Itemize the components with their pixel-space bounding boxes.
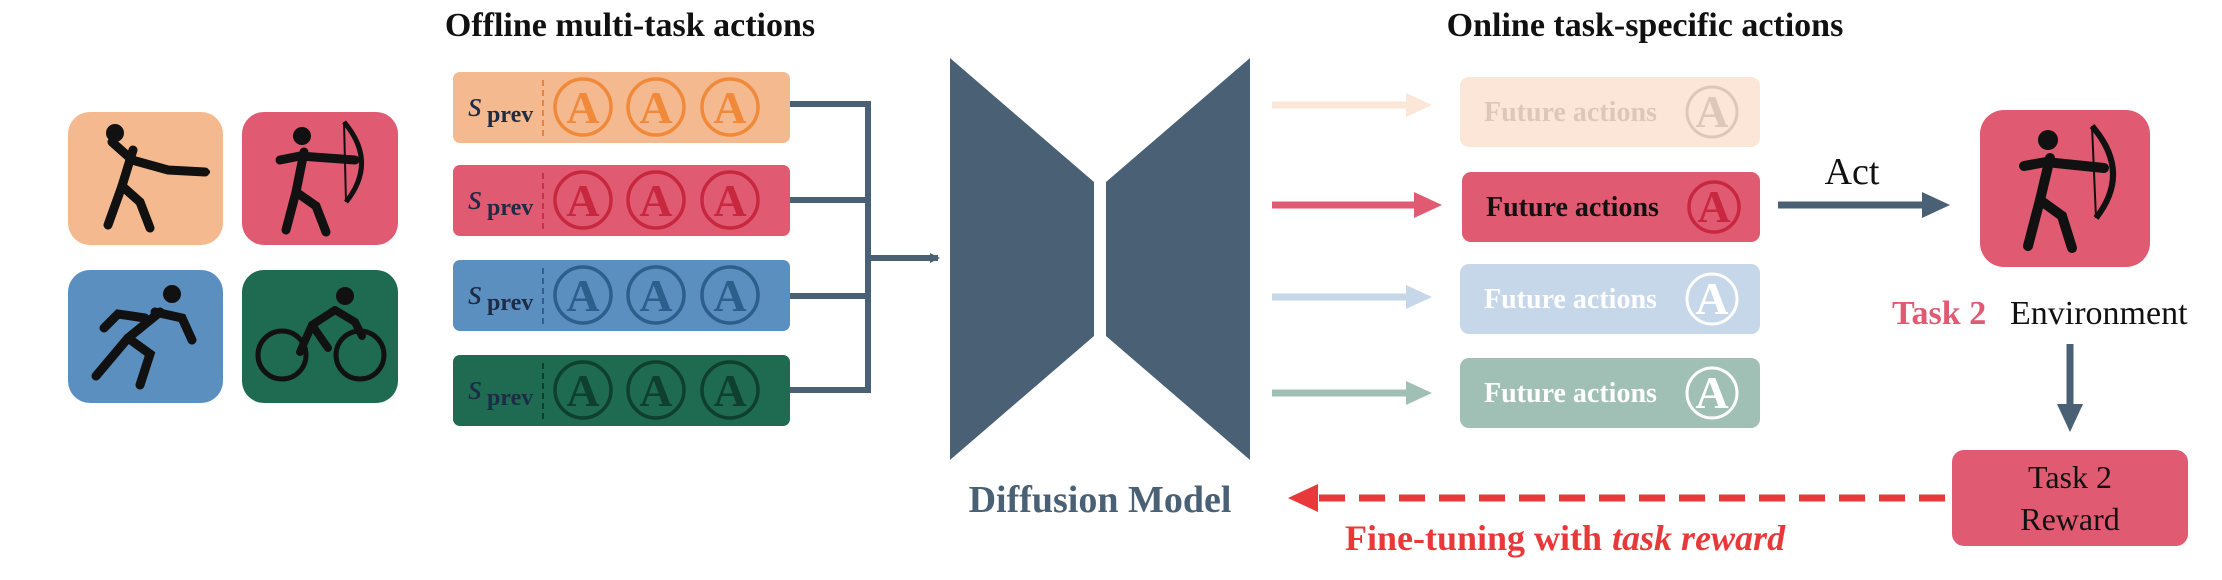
svg-text:A: A (713, 82, 746, 133)
svg-text:A: A (1695, 367, 1728, 418)
action-token: A (553, 360, 613, 420)
action-token: A (553, 265, 613, 325)
state-symbol: s (468, 177, 482, 217)
archery-icon (242, 112, 398, 245)
offline-title: Offline multi-task actions (445, 7, 815, 44)
svg-text:A: A (639, 365, 672, 416)
future-row-green: Future actions A (1272, 358, 1760, 428)
running-icon (68, 270, 223, 403)
finetune-arrow-head (1288, 484, 1318, 512)
svg-text:A: A (713, 365, 746, 416)
action-bar-orange: s prev A A A (453, 72, 790, 143)
state-subscript: prev (487, 195, 533, 221)
future-actions-label: Future actions (1484, 284, 1657, 315)
action-token: A (700, 170, 760, 230)
svg-text:A: A (566, 82, 599, 133)
reward-box: Task 2 Reward (1952, 450, 2188, 546)
reward-line1: Task 2 (2028, 459, 2112, 495)
action-token: A (626, 77, 686, 137)
merge-connector (790, 101, 940, 393)
svg-text:A: A (639, 175, 672, 226)
action-bar-red: s prev A A A (453, 165, 790, 236)
reward-arrow-head (2057, 404, 2083, 432)
svg-text:A: A (1695, 273, 1728, 324)
svg-text:A: A (713, 175, 746, 226)
environment-task-label: Task 2 (1892, 295, 1986, 332)
future-actions-label: Future actions (1484, 97, 1657, 128)
online-actions: Future actions A Future actions A Future… (1272, 77, 1760, 428)
online-title: Online task-specific actions (1447, 7, 1844, 44)
action-bar-green: s prev A A A (453, 355, 790, 426)
action-token: A (626, 265, 686, 325)
action-token: A (700, 265, 760, 325)
state-subscript: prev (487, 290, 533, 316)
act-arrow-head (1922, 192, 1950, 218)
state-subscript: prev (487, 102, 533, 128)
reward-line2: Reward (2020, 501, 2120, 537)
diffusion-model-shape (950, 58, 1250, 460)
action-token: A (700, 77, 760, 137)
svg-text:A: A (639, 270, 672, 321)
action-token: A (700, 360, 760, 420)
svg-text:A: A (566, 365, 599, 416)
fencing-icon (68, 112, 223, 245)
task-icon-grid (68, 112, 398, 403)
state-symbol: s (468, 272, 482, 312)
cycling-icon (242, 270, 398, 403)
action-token: A (626, 360, 686, 420)
environment-label: Environment (2010, 295, 2188, 332)
action-bar-blue: s prev A A A (453, 260, 790, 331)
future-actions-label: Future actions (1486, 192, 1659, 223)
diffusion-model-label: Diffusion Model (969, 479, 1232, 521)
svg-text:A: A (566, 175, 599, 226)
future-row-orange: Future actions A (1272, 77, 1760, 147)
svg-text:A: A (639, 82, 672, 133)
state-symbol: s (468, 367, 482, 407)
act-label: Act (1825, 151, 1880, 193)
svg-text:A: A (1695, 86, 1728, 137)
state-symbol: s (468, 84, 482, 124)
svg-text:A: A (566, 270, 599, 321)
action-token: A (553, 77, 613, 137)
offline-actions: s prev A A A s prev A A A s prev A A A (453, 72, 790, 426)
state-subscript: prev (487, 385, 533, 411)
future-row-red: Future actions A (1272, 172, 1760, 242)
action-token: A (626, 170, 686, 230)
future-row-blue: Future actions A (1272, 264, 1760, 334)
environment-archery-icon (1980, 110, 2150, 267)
svg-text:A: A (713, 270, 746, 321)
svg-text:A: A (1697, 181, 1730, 232)
action-token: A (553, 170, 613, 230)
future-actions-label: Future actions (1484, 378, 1657, 409)
